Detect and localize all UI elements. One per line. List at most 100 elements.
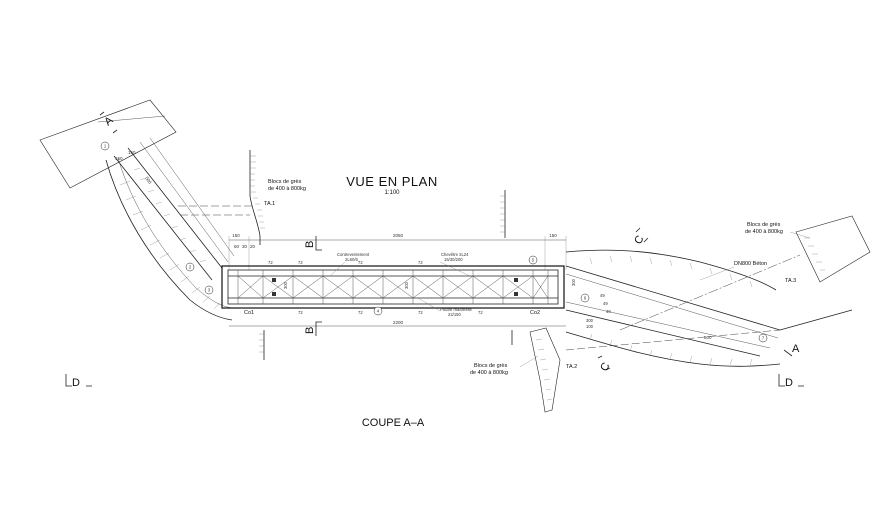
post-mark-8: 72 (478, 310, 483, 315)
svg-text:3: 3 (208, 288, 211, 293)
dn800-pipe (619, 254, 801, 331)
right-ramp: 500 300 49 49 49 300 100 (565, 249, 801, 367)
left-end-dim: 150 (232, 233, 240, 238)
right-ground-line (779, 309, 853, 331)
section-mark-b-bottom: B (304, 321, 322, 336)
left-ramp-edge-b (113, 155, 213, 281)
left-bay-2: 30 (242, 244, 248, 249)
bottom-rock-hatch (535, 338, 553, 401)
post-mark-3: 72 (358, 260, 363, 265)
section-mark-b-top: B (304, 236, 322, 251)
bottom-rock (529, 327, 561, 413)
right-axis-dashed (565, 329, 781, 351)
section-b-label-bottom: B (304, 327, 316, 334)
bracing (237, 270, 549, 304)
right-rock-block (795, 215, 871, 283)
right-ramp-edge-b (565, 309, 761, 357)
right-rock-hatch (804, 237, 825, 271)
left-ramp-dim: 500 (144, 176, 153, 185)
svg-text:2: 2 (189, 265, 192, 270)
right-embankment-top (565, 249, 777, 291)
deck-outline (221, 265, 565, 309)
right-step-1: 49 (600, 293, 605, 298)
post-mark-1: 72 (268, 260, 273, 265)
section-mark-d-right: D (778, 374, 804, 389)
right-embankment-bottom (565, 331, 781, 367)
span-top-dim: 2050 (393, 233, 404, 238)
ramp-width-1: 300 (586, 318, 594, 323)
bridge: 2050 2200 150 150 60 30 20 (221, 233, 567, 327)
section-mark-a-right: A (783, 343, 800, 357)
left-embankment-outer (105, 159, 233, 321)
section-d-label-left: D (72, 377, 80, 389)
right-top-hatch (589, 255, 753, 288)
co1-label: Co1 (244, 310, 254, 316)
right-ramp-edge-d (565, 301, 771, 349)
right-step-2: 49 (603, 301, 608, 306)
blocs-right-line1: Blocs de grès (747, 222, 781, 228)
left-ramp-edge-d (149, 137, 235, 257)
post-mark-7: 72 (418, 310, 423, 315)
post-mark-5: 72 (298, 310, 303, 315)
abut-side-dim: 300 (571, 278, 576, 286)
left-bay-1: 60 (234, 244, 240, 249)
chevetre-label: Chevêtre 2L24 (441, 252, 469, 257)
ramp-width-2: 100 (586, 324, 594, 329)
left-dim-line (97, 115, 166, 123)
left-embankment-hatch (119, 180, 221, 310)
right-bottom-hatch (589, 333, 753, 366)
callout-3: 3 (204, 285, 214, 295)
callout-1: 1 (100, 141, 110, 151)
post-mark-6: 72 (358, 310, 363, 315)
blocs-bottom-line2: de 400 à 800kg (470, 370, 508, 376)
chevetre-size: 15/30/200 (444, 257, 463, 262)
deck-width-dim-mid: 300 (404, 281, 409, 289)
left-ramp-slats (133, 167, 207, 263)
post-mark-4: 72 (418, 260, 423, 265)
poutre-size: 22/150 (448, 312, 461, 317)
right-ramp-edge-c (565, 273, 779, 339)
section-mark-c-bottom: C (597, 355, 613, 374)
right-step-3: 49 (606, 309, 611, 314)
left-ramp: 500 150 150 (105, 137, 252, 321)
blocs-left-line1: Blocs de grès (268, 179, 302, 185)
callout-4: 4 (373, 306, 383, 316)
section-title: COUPE A–A (362, 417, 425, 429)
right-bank (500, 190, 513, 345)
svg-text:4: 4 (377, 309, 380, 314)
ta1-label: TA.1 (264, 201, 275, 207)
contreventement-size: 2L60/6 (345, 257, 358, 262)
deck-width-dim: 300 (283, 281, 288, 289)
post-mark-2: 72 (298, 260, 303, 265)
dn800-label: DN800 Béton (734, 261, 767, 267)
poutre-label: Poutre maîtresse (440, 307, 473, 312)
left-embankment-inner (117, 157, 233, 309)
plan-scale: 1:100 (384, 190, 400, 196)
svg-text:1: 1 (104, 144, 107, 149)
span-bottom-dim: 2200 (393, 320, 404, 325)
ta2-label: TA.2 (566, 364, 577, 370)
blocs-right-line2: de 400 à 800kg (745, 229, 783, 235)
section-c-label-top: C (632, 234, 646, 247)
svg-text:7: 7 (762, 336, 765, 341)
left-ramp-edge-a (127, 147, 223, 269)
co2-label: Co2 (530, 310, 540, 316)
callout-5: 5 (528, 255, 538, 265)
blocs-left-line2: de 400 à 800kg (268, 186, 306, 192)
section-mark-c-top: C (632, 227, 649, 247)
left-bay-3: 20 (250, 244, 256, 249)
left-bank (249, 150, 265, 360)
post-markers (272, 278, 518, 296)
callout-2: 2 (185, 262, 195, 272)
plan-view-title: VUE EN PLAN (346, 174, 437, 189)
section-c-label-bottom: C (598, 361, 612, 374)
left-step-dim-2: 150 (128, 150, 136, 155)
section-d-label-right: D (785, 377, 793, 389)
svg-text:5: 5 (532, 258, 535, 263)
section-b-label-top: B (304, 241, 316, 248)
right-ramp-dim: 500 (704, 335, 712, 340)
callout-7: 7 (758, 333, 768, 343)
right-end-dim: 150 (549, 233, 557, 238)
blocs-bottom-line1: Blocs de grès (474, 363, 508, 369)
